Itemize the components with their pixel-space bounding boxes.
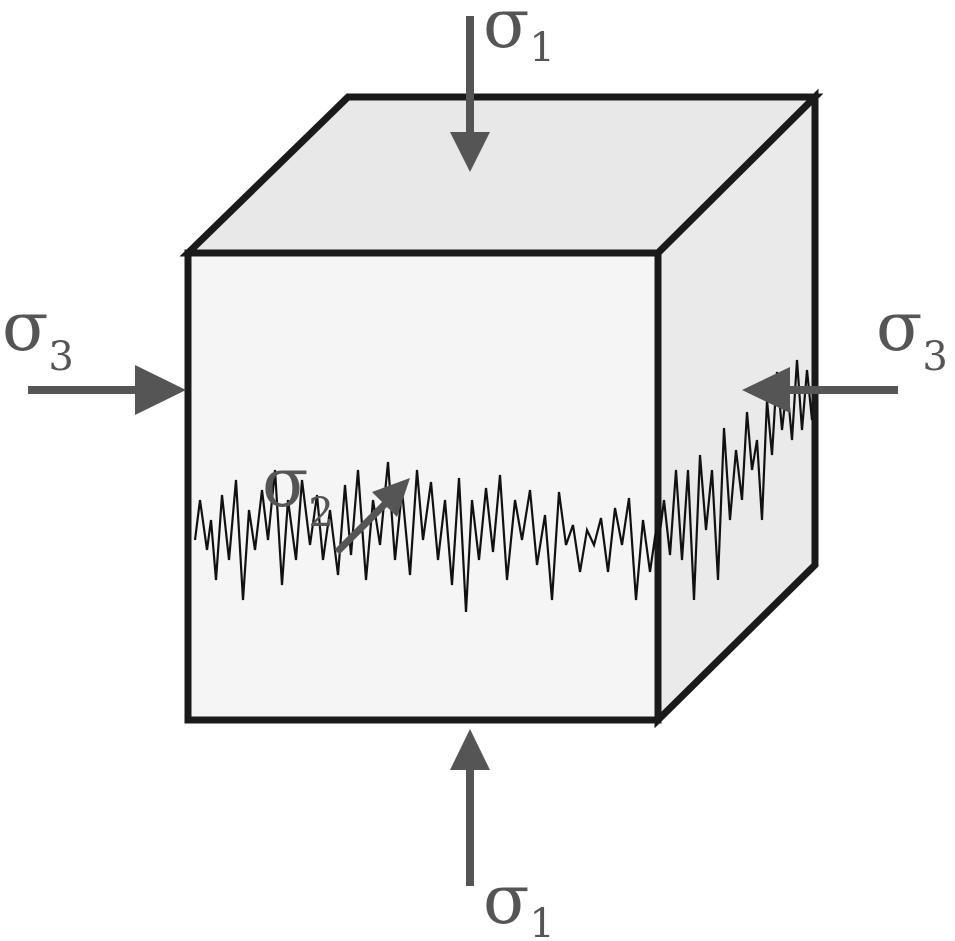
label-sigma2: σ2 (262, 444, 334, 536)
label-sigma1-top: σ1 (483, 0, 555, 71)
sigma3-right-arrow (742, 367, 898, 413)
label-sigma3-right: σ3 (876, 288, 948, 380)
sigma3-left-arrow (28, 365, 186, 415)
sigma2-arrow (334, 478, 410, 555)
label-sigma1-bottom: σ1 (483, 861, 555, 941)
sigma1-top-arrow (450, 16, 490, 172)
fracture-line-front (193, 461, 658, 613)
sigma1-bottom-arrow (450, 729, 490, 886)
label-sigma3-left: σ3 (2, 288, 74, 380)
cube-front-face (184, 249, 662, 724)
